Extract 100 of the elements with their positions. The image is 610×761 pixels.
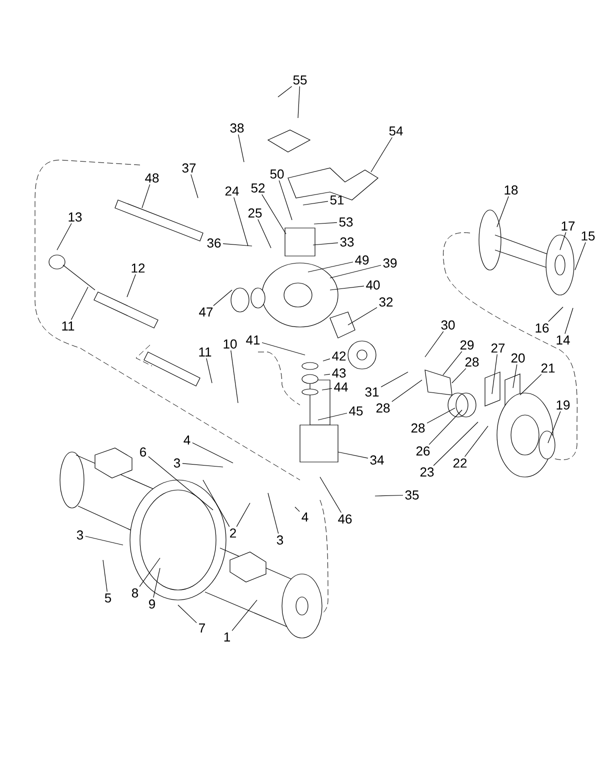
callout-number: 45	[349, 406, 363, 416]
callout-number: 27	[491, 343, 505, 353]
callout-number: 42	[332, 351, 346, 361]
callout-number: 51	[330, 195, 344, 205]
callout-number: 28	[465, 357, 479, 367]
callout-number: 24	[225, 186, 239, 196]
callout-number: 7	[199, 624, 205, 632]
leader-line	[139, 558, 160, 587]
leader-line	[322, 388, 332, 390]
leader-line	[330, 264, 382, 278]
leader-line	[202, 480, 230, 527]
callout-number: 40	[366, 280, 380, 290]
leader-line	[348, 307, 378, 326]
callout-number: 19	[556, 400, 570, 410]
leader-line	[380, 372, 408, 388]
leader-line	[230, 350, 238, 404]
leader-line	[320, 476, 342, 513]
callout-number: 33	[340, 237, 354, 247]
leader-line	[102, 560, 108, 592]
leader-line	[560, 232, 566, 250]
leader-line	[278, 86, 292, 98]
callout-number: 3	[174, 458, 180, 468]
callout-number: 1	[224, 632, 230, 642]
leader-line	[192, 442, 234, 464]
leader-line	[370, 137, 392, 172]
leader-line	[492, 354, 498, 394]
leader-line	[433, 422, 478, 466]
callout-number: 35	[405, 490, 419, 500]
leader-line	[238, 134, 244, 162]
callout-number: 3	[276, 535, 284, 545]
callout-number: 2	[230, 528, 236, 538]
callout-number: 11	[199, 348, 212, 356]
leader-line	[153, 568, 160, 598]
leader-line	[464, 426, 488, 457]
leader-line	[213, 290, 232, 306]
leader-line	[374, 494, 404, 496]
leader-line	[548, 306, 564, 322]
callout-number: 53	[339, 217, 353, 227]
leader-line	[262, 342, 306, 356]
callout-number: 26	[416, 446, 430, 456]
leader-line	[574, 242, 586, 270]
leader-line	[322, 358, 330, 362]
leader-line	[178, 604, 197, 624]
leader-line	[424, 331, 444, 358]
callout-number: 12	[132, 263, 145, 273]
callout-number: 54	[389, 126, 403, 136]
leader-line	[330, 286, 364, 290]
callout-number: 10	[224, 339, 237, 349]
callout-number: 8	[132, 588, 138, 598]
callout-number: 6	[140, 447, 146, 457]
leader-line	[278, 180, 292, 220]
callout-number: 38	[230, 123, 244, 133]
callout-number: 44	[334, 382, 348, 392]
leader-line	[324, 374, 330, 376]
leader-line	[392, 380, 422, 402]
leader-line	[142, 184, 150, 208]
leader-line	[222, 243, 252, 246]
leader-line	[564, 308, 574, 334]
leader-line	[148, 456, 214, 510]
callout-number: 34	[370, 455, 384, 465]
callout-number: 29	[460, 340, 474, 350]
leader-line	[312, 242, 338, 246]
callout-number: 22	[453, 458, 467, 468]
callout-number: 4	[302, 512, 308, 522]
callout-number: 28	[411, 423, 425, 433]
callout-number: 47	[199, 308, 213, 316]
leader-line	[496, 196, 509, 228]
leader-line	[56, 223, 72, 250]
callout-number: 9	[149, 599, 155, 609]
callout-number: 39	[383, 258, 397, 268]
leader-line	[232, 600, 258, 632]
callout-number: 3	[76, 530, 84, 540]
leader-line	[236, 502, 250, 527]
leader-line	[442, 351, 462, 376]
callout-number: 16	[536, 323, 549, 333]
callout-number: 43	[332, 368, 346, 378]
leader-line	[520, 374, 542, 396]
leader-line	[428, 410, 462, 445]
callout-number: 25	[248, 208, 262, 218]
leader-line	[258, 219, 272, 248]
callout-number: 15	[582, 231, 595, 241]
callout-number: 50	[270, 169, 284, 179]
leader-line	[452, 368, 466, 384]
callout-number: 31	[365, 387, 379, 397]
callout-number: 21	[541, 363, 555, 373]
callout-number: 32	[379, 297, 393, 307]
leader-line	[426, 408, 456, 424]
leader-line	[548, 411, 561, 444]
leader-line	[206, 358, 212, 384]
leader-line	[298, 86, 300, 118]
leader-line	[182, 463, 224, 468]
callout-number: 14	[556, 336, 570, 344]
callout-number: 49	[355, 255, 369, 265]
callout-number: 41	[246, 336, 260, 344]
leader-line	[234, 197, 248, 246]
leader-line	[70, 286, 88, 320]
callout-number: 36	[207, 238, 221, 248]
callout-number: 48	[145, 173, 159, 183]
callout-number: 30	[441, 320, 455, 330]
leader-line	[85, 536, 124, 546]
